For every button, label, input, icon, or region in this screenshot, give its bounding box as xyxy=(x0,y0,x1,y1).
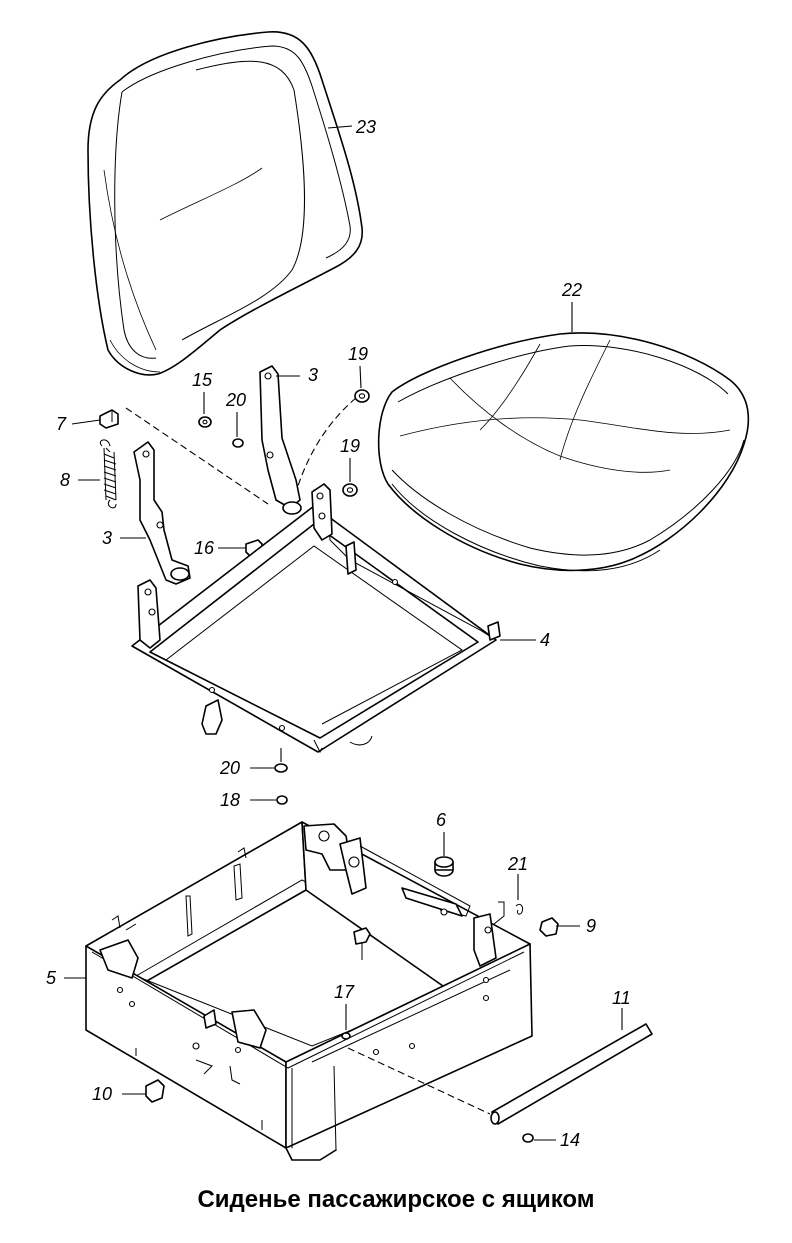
callout-19-lower: 19 xyxy=(340,436,360,456)
callout-4: 4 xyxy=(540,630,550,650)
diagram-svg: 23 22 3 19 19 15 20 xyxy=(46,31,750,1161)
rubber-pad-10 xyxy=(145,1079,165,1103)
seat-cushion xyxy=(377,332,750,572)
callout-16: 16 xyxy=(194,538,215,558)
callout-9: 9 xyxy=(586,916,596,936)
callout-18: 18 xyxy=(220,790,240,810)
callout-21: 21 xyxy=(507,854,528,874)
nut-19-lower xyxy=(342,483,358,497)
callout-23: 23 xyxy=(355,117,376,137)
plug-9 xyxy=(539,917,559,937)
callout-8: 8 xyxy=(60,470,70,490)
callout-3-lower: 3 xyxy=(102,528,112,548)
callout-11: 11 xyxy=(612,988,631,1008)
cotter-pin-21 xyxy=(515,903,523,915)
callout-17: 17 xyxy=(334,982,355,1002)
nut-19-upper xyxy=(354,389,370,403)
callout-20-lower: 20 xyxy=(219,758,240,778)
callout-3-upper: 3 xyxy=(308,365,318,385)
callout-22: 22 xyxy=(561,280,582,300)
spring-8 xyxy=(99,439,117,509)
washer-20-upper xyxy=(232,438,244,448)
washer-20-lower xyxy=(274,763,288,773)
nut-15 xyxy=(198,416,212,428)
callout-5: 5 xyxy=(46,968,57,988)
hinge-bracket-lower xyxy=(133,441,191,585)
callout-10: 10 xyxy=(92,1084,112,1104)
backrest-cushion xyxy=(87,31,363,376)
nut-18 xyxy=(276,795,288,805)
bolt-7 xyxy=(99,409,119,429)
callout-15: 15 xyxy=(192,370,213,390)
callout-7: 7 xyxy=(56,414,67,434)
screw-14 xyxy=(522,1133,534,1143)
hinge-bracket-upper xyxy=(259,365,302,515)
bolt-17 xyxy=(341,1032,351,1040)
seat-frame xyxy=(131,483,501,754)
callout-19-upper: 19 xyxy=(348,344,368,364)
callout-20-upper: 20 xyxy=(225,390,246,410)
rod-11 xyxy=(347,1023,653,1125)
callout-14: 14 xyxy=(560,1130,580,1150)
callout-6: 6 xyxy=(436,810,447,830)
storage-box xyxy=(85,821,533,1161)
rubber-stop-6 xyxy=(434,856,454,877)
diagram-caption: Сиденье пассажирское с ящиком xyxy=(197,1186,595,1213)
